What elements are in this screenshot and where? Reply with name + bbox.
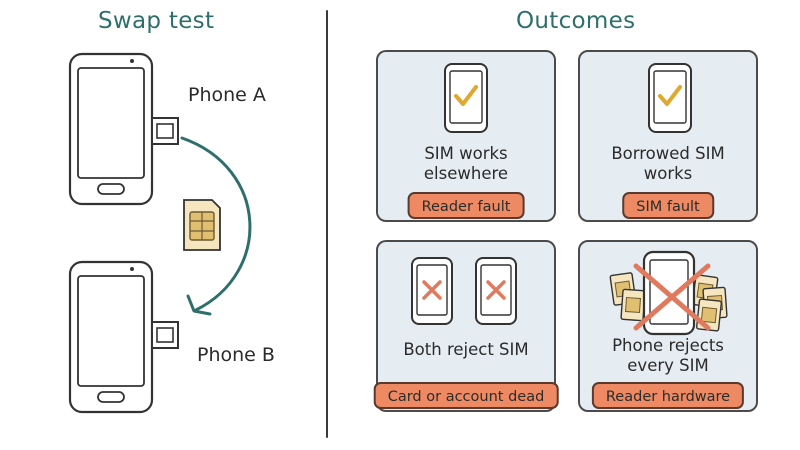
swap-test-title: Swap test: [98, 8, 215, 34]
phone-many-sims-x-icon: [609, 250, 728, 336]
outcome-panel-card-dead: Both reject SIM Card or account dead: [373, 240, 559, 412]
swap-arrow-icon: [180, 136, 252, 316]
outcome-badge: Reader fault: [407, 192, 525, 219]
sim-card-icon: [183, 199, 221, 251]
phone-check-icon: [648, 63, 692, 133]
phone-a-icon: [68, 52, 154, 206]
phone-b-label: Phone B: [197, 344, 275, 366]
outcome-panel-reader-hardware: Phone rejects every SIM Reader hardware: [578, 240, 758, 412]
sim-tray-a-icon: [151, 117, 179, 150]
outcome-text: Phone rejects every SIM: [612, 336, 724, 375]
outcome-badge: Reader hardware: [591, 382, 745, 409]
phone-a-label: Phone A: [188, 84, 266, 106]
outcome-text: Borrowed SIM works: [611, 144, 725, 183]
outcome-panel-sim-fault: Borrowed SIM works SIM fault: [578, 50, 758, 222]
outcome-text: SIM works elsewhere: [423, 144, 509, 183]
section-divider: [326, 10, 328, 438]
phone-b-icon: [68, 260, 154, 414]
phone-check-icon: [444, 63, 488, 133]
sim-tray-b-icon: [151, 321, 179, 354]
sim-card-icon: [609, 272, 728, 332]
two-phones-x-icon: [411, 257, 517, 325]
outcome-badge: SIM fault: [622, 192, 714, 219]
outcome-text: Both reject SIM: [403, 340, 529, 359]
outcome-panel-reader-fault: SIM works elsewhere Reader fault: [376, 50, 556, 222]
outcome-badge: Card or account dead: [373, 382, 559, 409]
outcomes-title: Outcomes: [516, 8, 636, 34]
